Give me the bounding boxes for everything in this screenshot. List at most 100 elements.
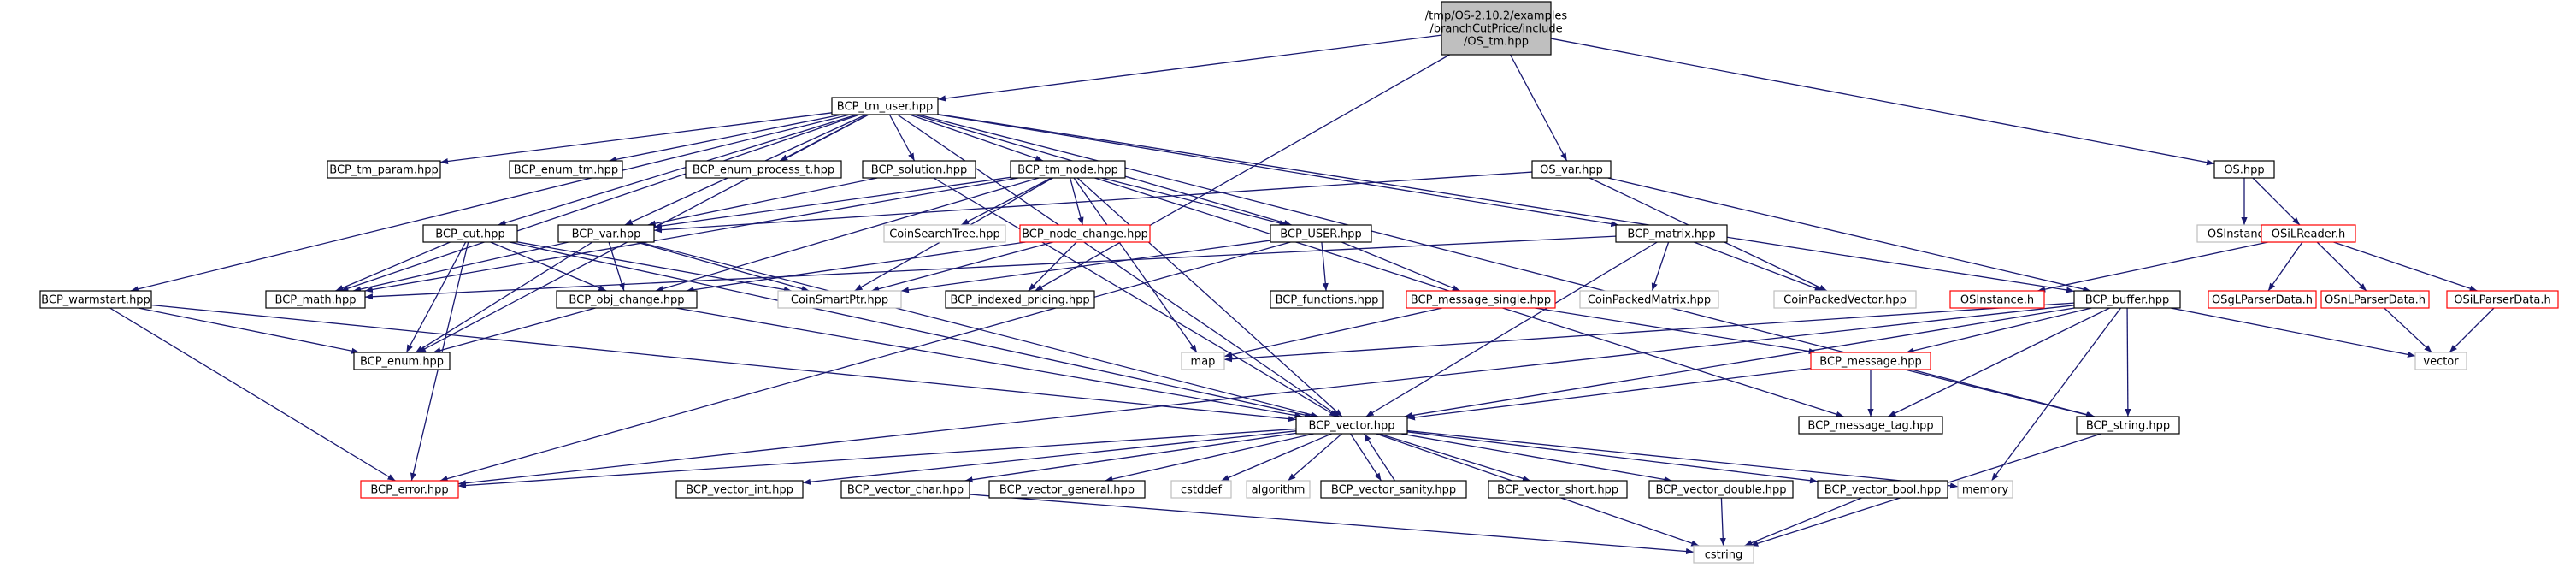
node-bcp_error[interactable]: BCP_error.hpp <box>360 480 459 499</box>
node-label: CoinPackedMatrix.hpp <box>1588 294 1711 307</box>
node-osnlparserdata[interactable]: OSnLParserData.h <box>2320 290 2430 309</box>
node-bcp_tm_node[interactable]: BCP_tm_node.hpp <box>1010 160 1126 179</box>
node-label: BCP_error.hpp <box>370 484 448 497</box>
edge-bcp_user-to-bcp_message_single <box>1341 241 1460 292</box>
node-label: OSgLParserData.h <box>2212 294 2313 307</box>
edge-os_var-to-bcp_var <box>653 171 1533 234</box>
node-bcp_tm_user[interactable]: BCP_tm_user.hpp <box>831 97 939 115</box>
node-label: /branchCutPrice/include <box>1429 23 1562 36</box>
node-bcp_functions[interactable]: BCP_functions.hpp <box>1270 290 1384 309</box>
node-box <box>1488 480 1628 499</box>
node-bcp_string[interactable]: BCP_string.hpp <box>2076 416 2180 435</box>
node-label: BCP_vector_char.hpp <box>847 484 964 497</box>
node-bcp_user[interactable]: BCP_USER.hpp <box>1270 224 1372 243</box>
edge-root-to-bcp_indexed_pricing <box>1035 54 1450 292</box>
node-box <box>556 290 698 309</box>
node-osglparserdata[interactable]: OSgLParserData.h <box>2208 290 2317 309</box>
node-os_hpp[interactable]: OS.hpp <box>2213 160 2275 179</box>
edge-bcp_buffer-to-vector <box>2170 307 2416 358</box>
node-label: BCP_indexed_pricing.hpp <box>950 294 1089 307</box>
node-bcp_enum_process_t[interactable]: BCP_enum_process_t.hpp <box>685 160 842 179</box>
node-bcp_vector[interactable]: BCP_vector.hpp <box>1295 416 1408 435</box>
node-bcp_matrix[interactable]: BCP_matrix.hpp <box>1615 224 1728 243</box>
node-bcp_message[interactable]: BCP_message.hpp <box>1810 352 1931 370</box>
edges-layer <box>109 34 2495 555</box>
dependency-edge <box>2384 307 2432 353</box>
dependency-edge <box>686 241 1026 293</box>
dependency-edge <box>969 494 1695 555</box>
node-label: BCP_message_tag.hpp <box>1807 420 1933 433</box>
dependency-edge <box>490 241 607 292</box>
node-root[interactable]: /tmp/OS-2.10.2/examples/branchCutPrice/i… <box>1425 1 1568 56</box>
dependency-edge <box>2252 177 2301 226</box>
edge-osilparserdata-to-vector <box>2449 307 2495 353</box>
dependency-edge <box>1365 241 1658 417</box>
edge-bcp_tm_node-to-bcp_node_change <box>1070 177 1084 226</box>
node-bcp_tm_param[interactable]: BCP_tm_param.hpp <box>327 160 441 179</box>
edge-bcp_buffer-to-map <box>1223 302 2075 363</box>
node-bcp_enum_tm[interactable]: BCP_enum_tm.hpp <box>509 160 623 179</box>
node-bcp_vector_bool[interactable]: BCP_vector_bool.hpp <box>1817 480 1948 499</box>
edge-bcp_tm_user-to-bcp_cut <box>498 114 858 226</box>
edge-bcp_vector-to-bcp_vector_sanity <box>1349 433 1382 482</box>
edge-bcp_buffer-to-bcp_message_tag <box>1888 307 2110 417</box>
node-bcp_math[interactable]: BCP_math.hpp <box>265 290 366 309</box>
node-bcp_cut[interactable]: BCP_cut.hpp <box>422 224 518 243</box>
node-bcp_vector_char[interactable]: BCP_vector_char.hpp <box>840 480 970 499</box>
node-label: BCP_vector_bool.hpp <box>1824 484 1942 497</box>
edge-osilreader-to-osinstance_red <box>2037 241 2268 293</box>
node-label: BCP_matrix.hpp <box>1627 228 1715 241</box>
dependency-edge <box>2267 241 2303 292</box>
node-bcp_vector_short[interactable]: BCP_vector_short.hpp <box>1488 480 1628 499</box>
node-coinpackedvector: CoinPackedVector.hpp <box>1773 290 1917 309</box>
node-os_var[interactable]: OS_var.hpp <box>1531 160 1612 179</box>
node-bcp_vector_double[interactable]: BCP_vector_double.hpp <box>1648 480 1794 499</box>
node-label: OS.hpp <box>2224 164 2264 177</box>
dependency-edge <box>439 112 833 165</box>
edge-bcp_warmstart-to-bcp_error <box>109 307 396 482</box>
edge-bcp_tm_user-to-bcp_tm_node <box>909 114 1044 162</box>
node-box <box>1246 480 1311 499</box>
edge-bcp_tm_node-to-bcp_math <box>364 177 1019 293</box>
node-bcp_vector_sanity[interactable]: BCP_vector_sanity.hpp <box>1320 480 1467 499</box>
edge-bcp_vector-to-algorithm <box>1288 433 1342 482</box>
node-osilreader[interactable]: OSiLReader.h <box>2261 224 2356 243</box>
node-bcp_message_single[interactable]: BCP_message_single.hpp <box>1406 290 1556 309</box>
node-bcp_solution[interactable]: BCP_solution.hpp <box>862 160 976 179</box>
node-bcp_indexed_pricing[interactable]: BCP_indexed_pricing.hpp <box>945 290 1095 309</box>
node-bcp_vector_int[interactable]: BCP_vector_int.hpp <box>675 480 804 499</box>
edge-bcp_buffer-to-bcp_message <box>1906 307 2092 354</box>
dependency-edge <box>1990 307 2122 482</box>
node-bcp_enum[interactable]: BCP_enum.hpp <box>353 352 451 370</box>
node-bcp_message_tag[interactable]: BCP_message_tag.hpp <box>1798 416 1943 435</box>
dependency-edge <box>802 430 1297 485</box>
dependency-edge <box>1223 302 2075 363</box>
node-bcp_buffer[interactable]: BCP_buffer.hpp <box>2073 290 2181 309</box>
node-bcp_var[interactable]: BCP_var.hpp <box>557 224 655 243</box>
edge-bcp_vector-to-bcp_vector_double <box>1400 433 1672 483</box>
node-label: BCP_solution.hpp <box>871 164 967 177</box>
node-label: OSiLReader.h <box>2272 228 2346 241</box>
node-coinsmartptr: CoinSmartPtr.hpp <box>777 290 902 309</box>
dependency-edge <box>675 307 1303 419</box>
dependency-edge <box>1406 368 1812 421</box>
node-osilparserdata[interactable]: OSiLParserData.h <box>2446 290 2559 309</box>
node-label: OSInstance.h <box>1960 294 2034 307</box>
node-label: BCP_message_single.hpp <box>1411 294 1551 307</box>
node-label: OS_var.hpp <box>1540 164 1603 177</box>
node-bcp_warmstart[interactable]: BCP_warmstart.hpp <box>39 290 152 309</box>
dependency-edge <box>516 241 793 293</box>
dependency-edge <box>439 241 1291 482</box>
node-box <box>862 160 976 179</box>
node-osinstance_red[interactable]: OSInstance.h <box>1949 290 2045 309</box>
dependency-edge <box>138 307 360 354</box>
node-cstddef: cstddef <box>1170 480 1232 499</box>
node-bcp_vector_general[interactable]: BCP_vector_general.hpp <box>988 480 1146 499</box>
edge-root-to-bcp_tm_user <box>937 34 1442 102</box>
edge-bcp_buffer-to-memory <box>1990 307 2122 482</box>
node-box <box>945 290 1095 309</box>
node-box <box>1957 480 2013 499</box>
node-bcp_obj_change[interactable]: BCP_obj_change.hpp <box>556 290 698 309</box>
node-bcp_node_change[interactable]: BCP_node_change.hpp <box>1019 224 1151 243</box>
edge-root-to-os_hpp <box>1550 38 2215 166</box>
